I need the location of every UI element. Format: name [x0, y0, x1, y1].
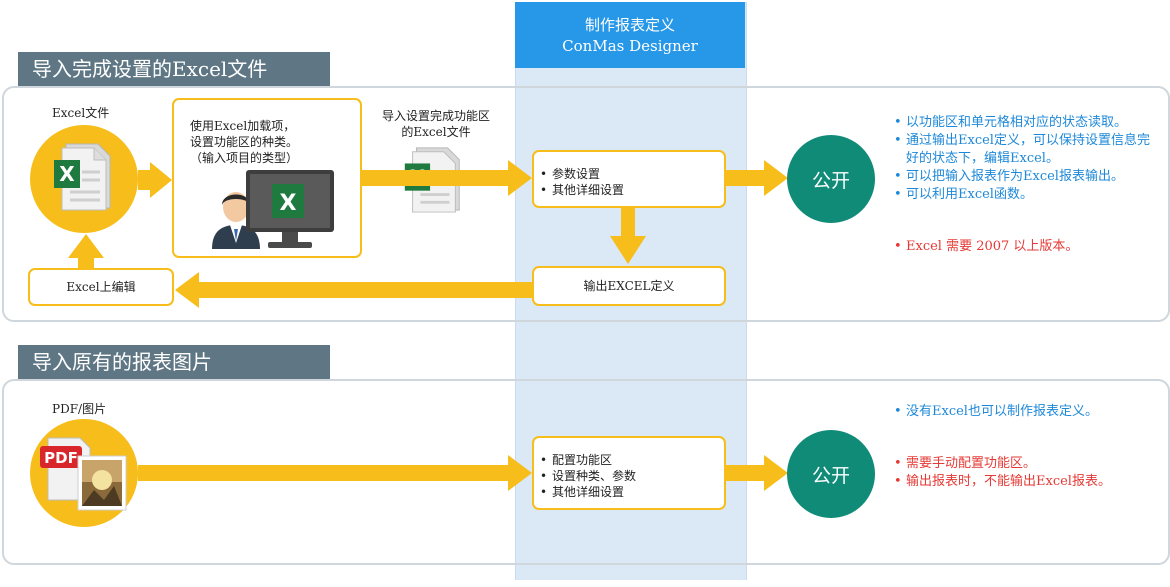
addin-line-1: 使用Excel加载项，	[190, 119, 296, 133]
svg-text:X: X	[59, 162, 75, 186]
arrow-down-to-output	[621, 208, 635, 238]
section1-notes: 以功能区和单元格相对应的状态读取。 通过输出Excel定义，可以保持设置信息完好…	[894, 114, 1156, 256]
settings2-item: 其他详细设置	[540, 484, 636, 500]
arrow-to-publish-2	[726, 465, 764, 481]
arrow-head-down-icon	[610, 236, 646, 264]
addin-line-3: （输入项目的类型）	[190, 151, 299, 165]
arrow-head-icon	[150, 162, 172, 198]
band-subtitle: ConMas Designer	[562, 37, 698, 55]
excel-file-label: Excel文件	[52, 106, 110, 120]
arrow-head-icon	[508, 160, 532, 196]
settings-box-1: 参数设置 其他详细设置	[532, 150, 726, 208]
section2-label: 导入原有的报表图片	[18, 345, 330, 379]
section2-panel	[2, 379, 1170, 565]
arrow-to-addin	[138, 170, 150, 190]
publish-circle-1: 公开	[787, 135, 875, 223]
arrow-to-edit	[198, 282, 532, 298]
arrow-head-icon	[764, 160, 788, 196]
import-label-line-2: 的Excel文件	[401, 125, 471, 139]
note-blue: 可以利用Excel函数。	[894, 186, 1156, 204]
band-title: 制作报表定义	[584, 16, 675, 34]
band-header: 制作报表定义 ConMas Designer	[515, 2, 745, 68]
monitor-excel-icon: X	[246, 170, 334, 248]
settings2-item: 配置功能区	[540, 452, 636, 468]
arrow-to-settings-2	[138, 465, 508, 481]
pdf-file-label: PDF/图片	[52, 402, 107, 416]
note-blue: 可以把输入报表作为Excel报表输出。	[894, 168, 1156, 186]
edit-label: Excel上编辑	[66, 280, 136, 294]
settings1-item: 参数设置	[540, 166, 624, 182]
edit-box: Excel上编辑	[28, 268, 174, 306]
settings2-item: 设置种类、参数	[540, 468, 636, 484]
note-red: 输出报表时，不能输出Excel报表。	[894, 473, 1156, 491]
note-blue: 以功能区和单元格相对应的状态读取。	[894, 114, 1156, 132]
import-label: 导入设置完成功能区 的Excel文件	[372, 108, 500, 140]
arrow-up-to-excel	[78, 256, 94, 268]
arrow-head-up-icon	[68, 234, 104, 258]
publish-circle-2: 公开	[787, 430, 875, 518]
arrow-to-publish-1	[726, 170, 764, 186]
note-red: Excel 需要 2007 以上版本。	[894, 238, 1156, 256]
note-blue: 通过输出Excel定义，可以保持设置信息完好的状态下，编辑Excel。	[894, 132, 1156, 168]
arrow-head-icon	[508, 455, 532, 491]
arrow-head-left-icon	[175, 272, 199, 308]
note-blue: 没有Excel也可以制作报表定义。	[894, 403, 1156, 421]
svg-text:X: X	[280, 191, 297, 216]
section1-label: 导入完成设置的Excel文件	[18, 52, 330, 86]
import-label-line-1: 导入设置完成功能区	[381, 109, 490, 123]
addin-line-2: 设置功能区的种类。	[190, 135, 299, 149]
arrow-to-settings-1	[362, 170, 508, 186]
output-box: 输出EXCEL定义	[532, 266, 726, 306]
settings-box-2: 配置功能区 设置种类、参数 其他详细设置	[532, 436, 726, 510]
excel-file-icon: X	[54, 143, 111, 211]
section2-notes: 没有Excel也可以制作报表定义。 需要手动配置功能区。 输出报表时，不能输出E…	[894, 403, 1156, 491]
pdf-image-icon: PDF	[40, 437, 127, 511]
arrow-head-icon	[764, 455, 788, 491]
output-label: 输出EXCEL定义	[583, 279, 675, 293]
settings1-item: 其他详细设置	[540, 182, 624, 198]
note-red: 需要手动配置功能区。	[894, 455, 1156, 473]
section1-panel	[2, 86, 1170, 322]
pdf-text: PDF	[44, 449, 78, 467]
